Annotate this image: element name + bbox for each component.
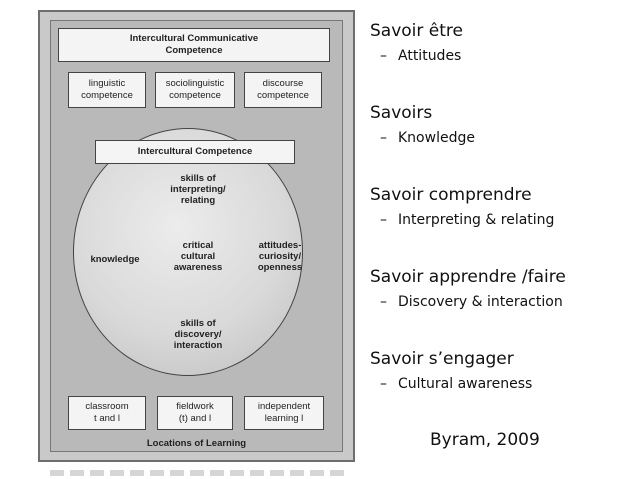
competence-circle [73, 128, 303, 376]
icc-box: Intercultural Communicative Competence [58, 28, 330, 62]
savoirs-list: Savoir être –Attitudes Savoirs –Knowledg… [370, 20, 638, 430]
item-subtitle-text: Cultural awareness [398, 376, 533, 392]
item-subtitle: –Interpreting & relating [370, 210, 638, 230]
discourse-competence-box: discourse competence [244, 72, 322, 108]
dash-icon: – [380, 376, 387, 392]
locations-of-learning-label: Locations of Learning [146, 438, 247, 449]
list-item: Savoir s’engager –Cultural awareness [370, 348, 638, 430]
list-item: Savoirs –Knowledge [370, 102, 638, 184]
list-item: Savoir être –Attitudes [370, 20, 638, 102]
location-fieldwork-box: fieldwork (t) and l [157, 396, 233, 430]
item-subtitle-text: Knowledge [398, 130, 475, 146]
item-title: Savoir comprendre [370, 185, 532, 205]
item-subtitle-text: Interpreting & relating [398, 212, 555, 228]
list-item: Savoir apprendre /faire –Discovery & int… [370, 266, 638, 348]
item-subtitle: –Attitudes [370, 46, 638, 66]
item-title: Savoirs [370, 103, 433, 123]
dash-icon: – [380, 48, 387, 64]
linguistic-competence-box: linguistic competence [68, 72, 146, 108]
critical-awareness-text: critical cultural awareness [173, 240, 223, 273]
item-title: Savoir être [370, 21, 463, 41]
item-subtitle-text: Discovery & interaction [398, 294, 563, 310]
dash-icon: – [380, 212, 387, 228]
item-subtitle: –Cultural awareness [370, 374, 638, 394]
item-title: Savoir apprendre /faire [370, 267, 566, 287]
location-independent-box: independent learning l [244, 396, 324, 430]
intercultural-competence-box: Intercultural Competence [95, 140, 295, 164]
discovery-skills-text: skills of discovery/ interaction [173, 318, 223, 351]
dash-icon: – [380, 130, 387, 146]
list-item: Savoir comprendre –Interpreting & relati… [370, 184, 638, 266]
item-subtitle: –Knowledge [370, 128, 638, 148]
knowledge-text: knowledge [90, 254, 140, 265]
location-classroom-box: classroom t and l [68, 396, 146, 430]
item-title: Savoir s’engager [370, 349, 514, 369]
sociolinguistic-competence-box: sociolinguistic competence [155, 72, 235, 108]
citation: Byram, 2009 [430, 430, 540, 450]
interpreting-skills-text: skills of interpreting/ relating [170, 173, 226, 206]
item-subtitle: –Discovery & interaction [370, 292, 638, 312]
item-subtitle-text: Attitudes [398, 48, 462, 64]
attitudes-text: attitudes- curiosity/ openness [257, 240, 303, 273]
dash-icon: – [380, 294, 387, 310]
figure-caption-strip [50, 470, 345, 476]
